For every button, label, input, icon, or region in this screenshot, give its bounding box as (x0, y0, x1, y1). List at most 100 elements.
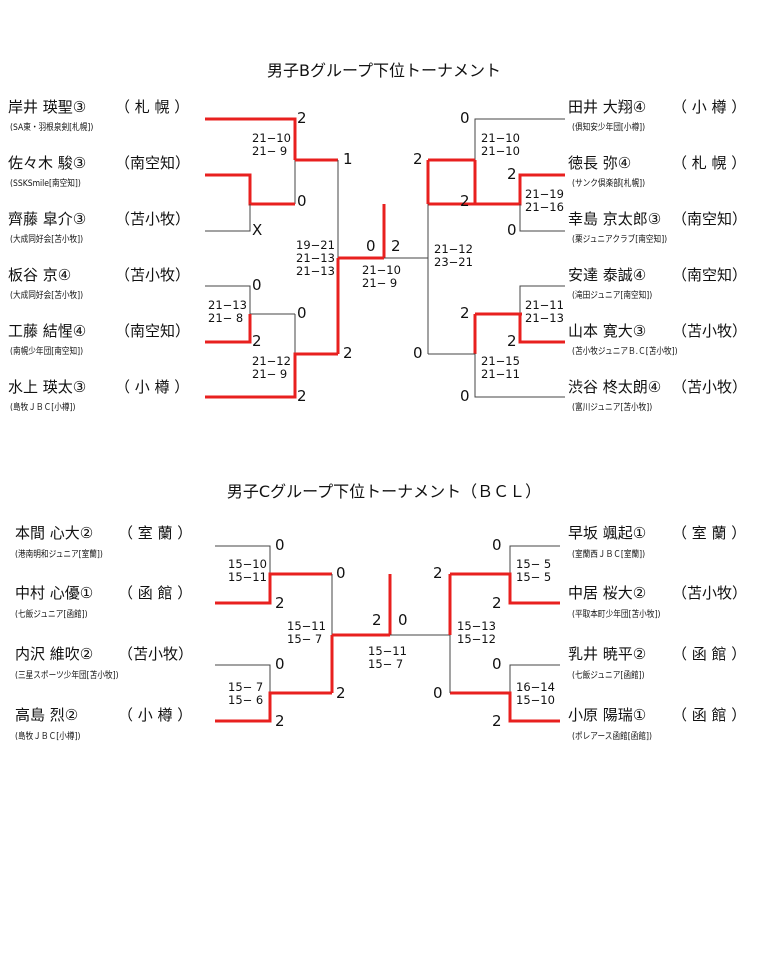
c-line-r3 (509, 664, 560, 693)
b-right-4-club: （苫小牧） (672, 322, 748, 340)
b-score-9: 21−15 21−11 (481, 354, 520, 381)
b-left-2-team: (大成同好会[苫小牧]) (10, 235, 84, 245)
c-line-1 (215, 545, 271, 574)
b-result-3: X (252, 221, 263, 239)
b-right-1-team: (サンク倶楽部[札幌]) (572, 179, 646, 189)
b-line-3 (205, 204, 251, 232)
b-left-5-team: (島牧ＪＢＣ[小樽]) (10, 403, 76, 413)
b-score-2: 21−13 21− 8 (208, 298, 247, 325)
b-right-0-club: （ 小 樽 ） (672, 98, 747, 116)
b-result-6: 2 (252, 332, 262, 350)
c-result-2: 2 (275, 594, 285, 612)
b-line-r6 (428, 353, 565, 398)
c-score-5: 15− 5 15− 5 (516, 557, 552, 584)
b-right-5-club: （苫小牧） (672, 378, 748, 396)
b-score-3: 21−12 21− 9 (252, 354, 291, 381)
b-left-0-name: 岸井 瑛聖③ (8, 98, 87, 116)
c-right-3-team: (ポレアース函館[函館]) (572, 732, 652, 742)
b-right-3-club: （南空知） (672, 266, 748, 284)
b-right-2-club: （南空知） (672, 210, 748, 228)
b-score-8: 21−11 21−13 (525, 298, 564, 325)
b-line-6 (205, 352, 338, 399)
b-result-15: 0 (507, 221, 517, 239)
c-left-3-club: （ 小 樽 ） (118, 706, 193, 724)
b-right-1-name: 徳長 弥④ (568, 154, 632, 172)
b-right-5-team: (富川ジュニア[苫小牧]) (572, 403, 653, 413)
c-result-6: 2 (336, 684, 346, 702)
b-right-1-club: （ 札 幌 ） (672, 154, 747, 172)
b-result-10: 0 (366, 237, 376, 255)
b-result-19: 2 (413, 150, 423, 168)
b-line-5 (205, 314, 252, 344)
c-line-r2 (450, 572, 560, 605)
c-result-5: 0 (336, 564, 346, 582)
b-score-5: 21−10 21− 9 (362, 263, 401, 290)
c-right-1-team: (平取本町少年団[苫小牧]) (572, 610, 661, 620)
c-line-r1 (509, 545, 560, 574)
b-line-4 (205, 285, 295, 315)
c-left-2-club: （苫小牧） (118, 645, 194, 663)
b-line-r3 (519, 204, 565, 232)
b-right-3-team: (滝田ジュニア[南空知]) (572, 291, 653, 301)
c-left-3-team: (島牧ＪＢＣ[小樽]) (15, 732, 81, 742)
c-result-11: 0 (492, 655, 502, 673)
b-left-2-club: （苫小牧） (115, 210, 191, 228)
bracket-c-title: 男子Cグループ下位トーナメント（ＢＣＬ） (226, 482, 542, 501)
b-result-17: 2 (507, 332, 517, 350)
b-result-13: 2 (507, 165, 517, 183)
b-right-2-name: 幸島 京太郎③ (568, 210, 662, 228)
b-left-4-club: （南空知） (115, 322, 191, 340)
c-result-8: 0 (398, 611, 408, 629)
c-result-10: 2 (492, 594, 502, 612)
b-right-2-team: (栗ジュニアクラブ[南空知]) (572, 235, 668, 245)
c-right-2-club: （ 函 館 ） (672, 645, 747, 663)
b-result-12: 0 (460, 109, 470, 127)
b-left-0-team: (SA東・羽根泉剣[札幌]) (10, 123, 94, 133)
c-left-1-team: (七飯ジュニア[函館]) (15, 610, 88, 620)
b-line-r1 (474, 118, 565, 160)
c-left-0-name: 本間 心大② (15, 524, 94, 542)
b-left-5-club: （ 小 樽 ） (115, 378, 190, 396)
b-left-1-club: （南空知） (115, 154, 191, 172)
c-result-4: 2 (275, 712, 285, 730)
b-left-1-team: (SSKSmile[南空知]) (10, 179, 81, 189)
b-left-3-club: （苫小牧） (115, 266, 191, 284)
b-result-14: 2 (460, 192, 470, 210)
c-right-2-team: (七飯ジュニア[函館]) (572, 671, 645, 681)
b-right-0-team: (俱知安少年団[小樽]) (572, 123, 646, 133)
b-result-8: 1 (343, 150, 353, 168)
c-left-2-team: (三星スポーツ少年団[苫小牧]) (15, 671, 119, 681)
c-right-1-club: （苫小牧） (672, 584, 748, 602)
c-score-1: 15−10 15−11 (228, 557, 267, 584)
b-score-1: 21−10 21− 9 (252, 131, 291, 158)
b-left-5-name: 水上 瑛太③ (8, 378, 87, 396)
c-result-1: 0 (275, 536, 285, 554)
b-left-3-name: 板谷 京④ (8, 266, 72, 284)
b-result-11: 2 (391, 237, 401, 255)
c-right-2-name: 乳井 暁平② (568, 645, 647, 663)
c-right-1-name: 中居 桜大② (568, 584, 647, 602)
bracket-b-title: 男子Bグループ下位トーナメント (266, 61, 502, 80)
b-left-4-name: 工藤 結惺④ (8, 322, 87, 340)
b-result-4: 0 (252, 276, 262, 294)
b-right-5-name: 渋谷 柊太朗④ (568, 378, 662, 396)
b-left-1-name: 佐々木 駿③ (8, 154, 87, 172)
b-left-2-name: 齊藤 皐介③ (8, 210, 87, 228)
b-score-6: 21−10 21−10 (481, 131, 520, 158)
c-line-3 (215, 664, 271, 693)
b-score-4: 19−21 21−13 21−13 (296, 238, 335, 278)
b-result-16: 2 (460, 304, 470, 322)
c-score-6: 16−14 15−10 (516, 680, 555, 707)
c-score-2: 15− 7 15− 6 (228, 680, 264, 707)
b-right-4-team: (苫小牧ジュニアＢ.Ｃ[苫小牧]) (572, 347, 678, 357)
c-result-14: 0 (433, 684, 443, 702)
c-left-1-club: （ 函 館 ） (118, 584, 193, 602)
b-line-r5 (518, 314, 565, 344)
c-line-r4 (450, 691, 560, 723)
c-line-4 (215, 691, 332, 723)
c-score-7: 15−13 15−12 (457, 619, 496, 646)
c-right-0-team: (室蘭西ＪＢＣ[室蘭]) (572, 550, 646, 560)
c-left-2-name: 内沢 維吹② (15, 645, 94, 663)
c-result-13: 2 (433, 564, 443, 582)
c-result-9: 0 (492, 536, 502, 554)
